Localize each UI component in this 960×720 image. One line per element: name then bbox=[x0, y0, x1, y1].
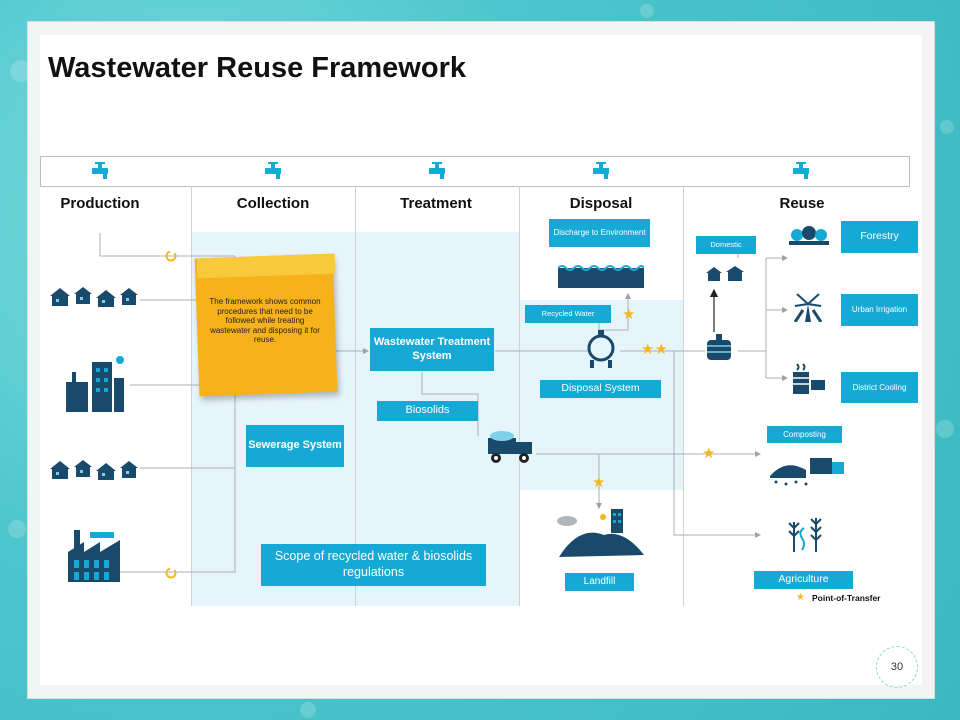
scope-regulations-box: Scope of recycled water & biosolids regu… bbox=[261, 544, 486, 586]
water-drop bbox=[8, 520, 26, 538]
cooling-plant-icon bbox=[793, 363, 825, 394]
pipeline-bar bbox=[40, 156, 910, 187]
slide-title: Wastewater Reuse Framework bbox=[48, 52, 466, 84]
legend-star-icon: ★ bbox=[796, 592, 805, 603]
agriculture-icon bbox=[788, 518, 822, 552]
water-body-icon bbox=[558, 265, 644, 288]
landfill-box: Landfill bbox=[565, 573, 634, 591]
tap-icon bbox=[793, 162, 809, 179]
recycled-water-box: Recycled Water bbox=[525, 305, 611, 323]
tap-icon bbox=[92, 162, 108, 179]
dump-truck-icon bbox=[488, 431, 532, 463]
disposal-system-box: Disposal System bbox=[540, 380, 661, 398]
water-drop bbox=[940, 120, 954, 134]
houses-icon bbox=[50, 287, 138, 307]
sewerage-system-box: Sewerage System bbox=[246, 425, 344, 467]
column-divider bbox=[191, 186, 192, 606]
sticky-note-text: The framework shows common procedures th… bbox=[209, 297, 321, 345]
transfer-star-icon: ★★ bbox=[641, 341, 668, 358]
water-drop bbox=[10, 60, 32, 82]
discharge-box: Discharge to Environment bbox=[549, 219, 650, 247]
water-drop bbox=[936, 420, 954, 438]
industrial-building-icon bbox=[68, 530, 120, 582]
column-divider bbox=[355, 186, 356, 606]
district-cooling-box: District Cooling bbox=[841, 372, 918, 403]
transfer-star-icon: ★ bbox=[592, 474, 606, 491]
urban-irrigation-box: Urban Irrigation bbox=[841, 294, 918, 326]
biosolids-box: Biosolids bbox=[377, 401, 478, 421]
water-tank-icon bbox=[587, 330, 615, 368]
wastewater-treatment-box: Wastewater Treatment System bbox=[370, 328, 494, 371]
tap-icon bbox=[265, 162, 281, 179]
column-heading-collection: Collection bbox=[236, 195, 310, 212]
page-number: 30 bbox=[876, 646, 918, 688]
forestry-box: Forestry bbox=[841, 221, 918, 253]
composting-box: Composting bbox=[767, 426, 842, 443]
column-heading-treatment: Treatment bbox=[400, 195, 472, 212]
column-heading-disposal: Disposal bbox=[569, 195, 633, 212]
agriculture-box: Agriculture bbox=[754, 571, 853, 589]
tap-icon bbox=[429, 162, 445, 179]
houses-icon bbox=[706, 266, 744, 281]
transfer-star-icon: ★ bbox=[702, 445, 716, 462]
factory-icon bbox=[66, 356, 124, 412]
sprinkler-icon bbox=[793, 293, 823, 322]
houses-icon bbox=[50, 460, 138, 480]
recycle-icon bbox=[165, 250, 177, 262]
recycle-icon bbox=[165, 567, 177, 579]
column-heading-reuse: Reuse bbox=[779, 195, 825, 212]
water-drop bbox=[640, 4, 654, 18]
column-divider bbox=[519, 186, 520, 606]
forest-icon bbox=[789, 226, 829, 245]
compost-truck-icon bbox=[770, 458, 844, 486]
legend-label: Point-of-Transfer bbox=[812, 593, 881, 603]
cistern-icon bbox=[707, 334, 731, 360]
transfer-star-icon: ★ bbox=[622, 306, 636, 323]
domestic-box: Domestic bbox=[696, 236, 756, 254]
water-drop bbox=[300, 702, 316, 718]
column-heading-production: Production bbox=[60, 195, 140, 212]
landfill-icon bbox=[557, 509, 644, 557]
tap-icon bbox=[593, 162, 609, 179]
column-divider bbox=[683, 186, 684, 606]
